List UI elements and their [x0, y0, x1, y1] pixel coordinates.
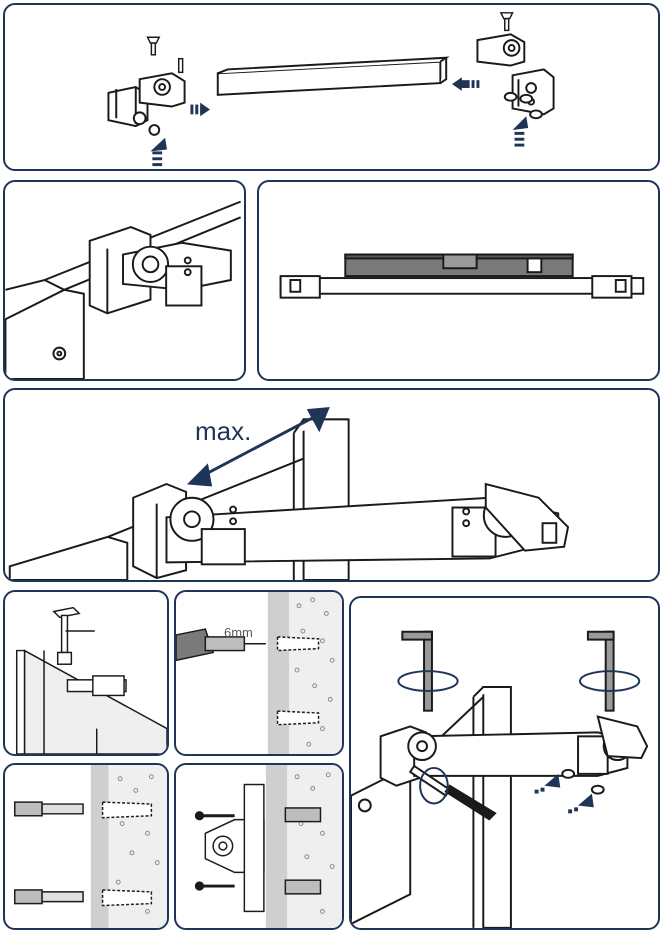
- arrow-right-icon: [190, 102, 210, 117]
- step-screw-bracket-panel: [174, 763, 344, 930]
- assemble-bar-illustration: [107, 12, 555, 167]
- fix-clamp-illustration: [5, 200, 242, 379]
- step-dowels-panel: [3, 763, 169, 930]
- step-max-length-panel: max.: [3, 388, 660, 582]
- step-mark-position-panel: [3, 590, 169, 756]
- screw-bracket-illustration: [194, 765, 342, 928]
- step-level-panel: [257, 180, 660, 381]
- drill-illustration: [176, 592, 342, 754]
- max-length-illustration: [8, 407, 570, 580]
- step-drill-panel: 6mm: [174, 590, 344, 756]
- step-assemble-bar-panel: [3, 3, 660, 171]
- right-clamp-icon: [476, 33, 555, 120]
- arrow-left-icon: [452, 77, 480, 91]
- arrow-up-icon: [150, 137, 168, 167]
- level-illustration: [279, 253, 645, 299]
- step-tighten-panel: [349, 596, 660, 930]
- mark-position-illustration: [15, 606, 167, 754]
- max-label: max.: [195, 416, 252, 446]
- screw-icon: [146, 36, 184, 74]
- max-arrow-icon: [186, 407, 330, 487]
- drill-size-label: 6mm: [224, 625, 253, 640]
- tighten-illustration: [351, 630, 649, 928]
- bar-tube-icon: [216, 56, 450, 96]
- dowels-illustration: [14, 765, 167, 928]
- arrow-insert-icon: [534, 773, 594, 814]
- step-fix-clamp-panel: [3, 180, 246, 381]
- left-clamp-icon: [107, 72, 186, 136]
